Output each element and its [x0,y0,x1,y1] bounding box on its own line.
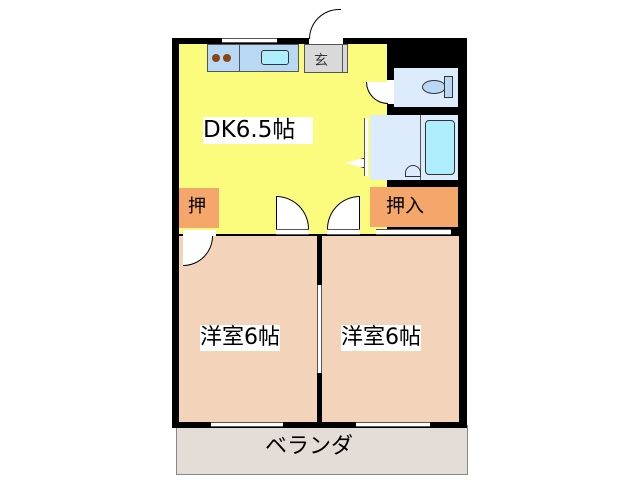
room-western-right: 洋室6帖 [322,236,459,422]
entrance: 玄 [304,44,348,73]
room-western-left: 洋室6帖 [179,236,317,422]
veranda-window-right[interactable] [356,422,430,427]
entrance-door-swing-icon [309,9,341,39]
bath-door[interactable] [364,118,368,176]
kitchen-counter [207,44,299,72]
stove-burner-icon [223,54,231,62]
door-opening-left [276,229,309,235]
partition-sliding-door[interactable] [317,285,322,373]
closet-right-sliding-door[interactable] [376,229,451,235]
room-toilet [394,68,458,107]
dk-label: DK6.5帖 [203,117,314,144]
entrance-door[interactable] [309,37,343,44]
kitchen-window [222,38,277,43]
western-left-label: 洋室6帖 [200,325,280,351]
room-bath [370,115,458,180]
entrance-label: 玄 [314,53,328,69]
toilet-icon [422,80,446,94]
closet-left-label: 押 [188,196,206,217]
toilet-door[interactable] [387,80,394,104]
veranda: ベランダ [176,425,468,475]
veranda-window-left[interactable] [211,422,283,427]
veranda-label: ベランダ [265,434,354,459]
door-opening-right [327,229,360,235]
closet-right: 押入 [370,187,458,227]
western-right-label: 洋室6帖 [341,325,421,351]
washbasin-icon [405,165,421,177]
bathtub-icon [425,120,455,175]
stove-burner-icon [212,54,220,62]
sink-icon [261,50,289,65]
closet-left: 押 [179,188,219,228]
closet-right-label: 押入 [386,195,425,217]
closet-left-door[interactable] [183,230,216,236]
